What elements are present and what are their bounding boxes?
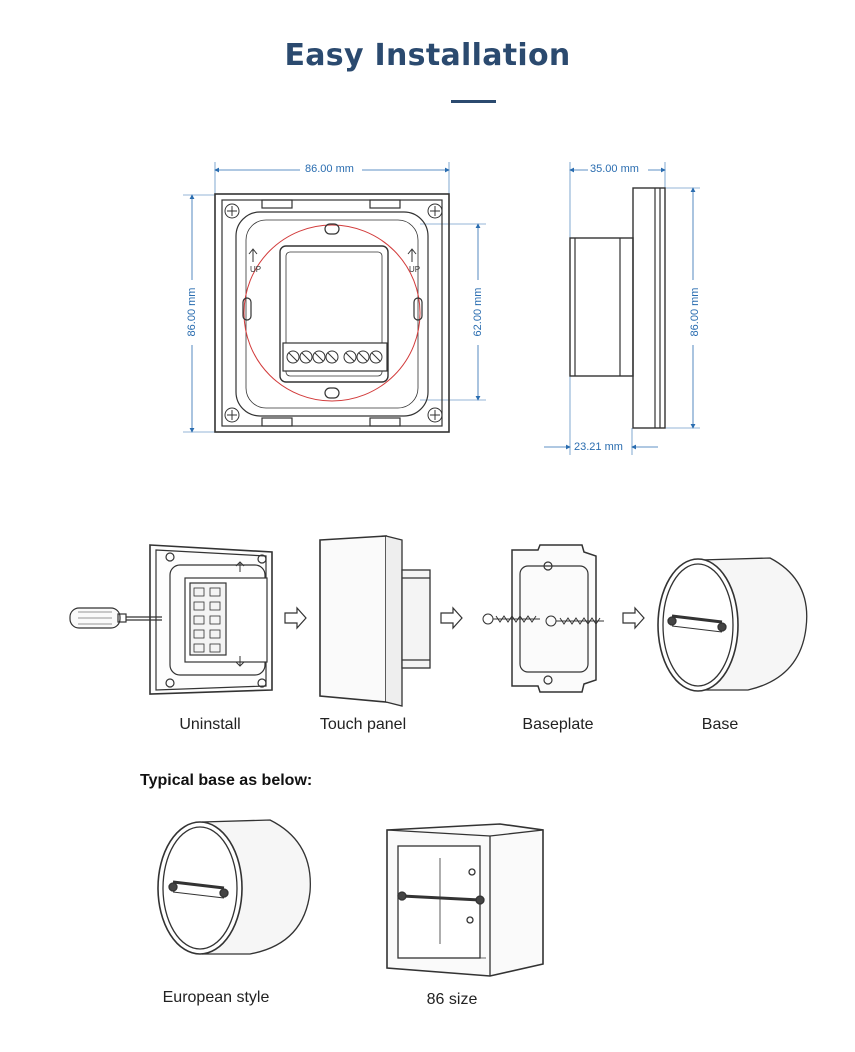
up-label-right: UP [409,265,420,274]
base-illustration [657,557,808,692]
step-label-touch-panel: Touch panel [319,716,407,733]
european-base-illustration [157,819,311,955]
european-style-label: European style [162,989,270,1006]
side-body-label: 23.21 mm [574,441,623,453]
front-width-label: 86.00 mm [305,163,354,175]
size86-label: 86 size [426,991,478,1008]
uninstall-illustration [69,544,273,695]
side-view-drawing [544,162,700,455]
title-underline [451,100,496,103]
step-label-uninstall: Uninstall [179,716,241,733]
step-label-baseplate: Baseplate [522,716,594,733]
page-title: Easy Installation [284,38,571,73]
side-depth-label: 35.00 mm [590,163,639,175]
front-view-drawing [183,162,486,433]
touch-panel-illustration [319,535,431,707]
up-label-left: UP [250,265,261,274]
step-arrow-3 [622,606,645,630]
step-arrow-1 [284,606,307,630]
typical-base-heading: Typical base as below: [140,772,313,789]
step-arrow-2 [440,606,463,630]
baseplate-illustration [482,544,604,693]
size86-base-illustration [386,823,544,977]
step-label-base: Base [701,716,739,733]
